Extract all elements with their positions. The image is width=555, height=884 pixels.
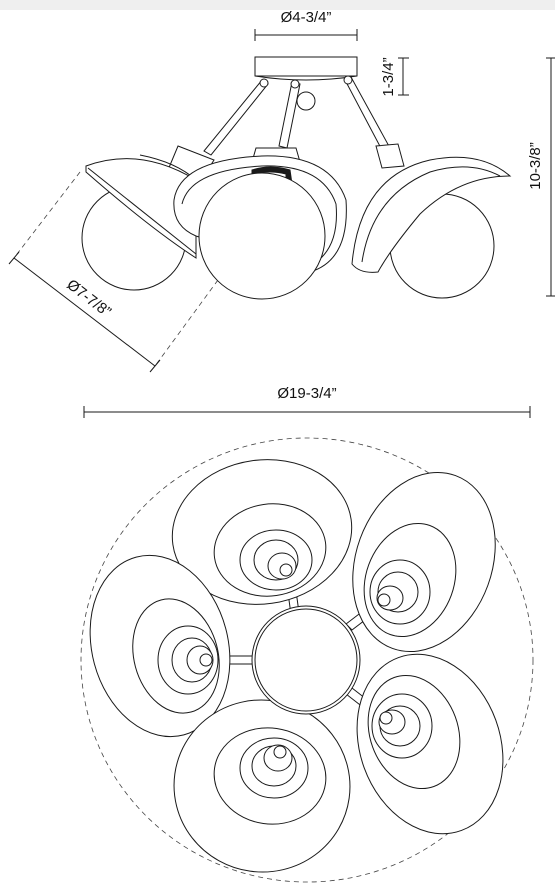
arms [203,75,391,156]
center-shade [173,147,347,300]
top-shade-north [171,459,353,605]
top-shade-west [89,554,231,738]
right-shade [351,143,512,299]
top-shade-northeast [352,471,496,653]
canopy [254,56,358,111]
top-shade-south [173,699,351,873]
side-view: Ø4-3/4” 1-3/4” 10-3/8” Ø7-7/8” [8,9,555,373]
canopy-width-dimension: Ø4-3/4” [254,9,358,41]
overall-diameter-dimension: Ø19-3/4” [83,385,531,418]
top-shade-southeast [356,653,504,835]
overall-height-dimension: 10-3/8” [527,57,555,297]
canopy-height-dimension: 1-3/4” [380,57,409,97]
top-bar [0,0,555,10]
canopy-height-label: 1-3/4” [380,57,397,96]
canopy-diameter-label: Ø4-3/4” [281,9,332,26]
left-shade [81,145,215,291]
overall-diameter-label: Ø19-3/4” [277,385,336,402]
overall-height-label: 10-3/8” [527,142,544,190]
envelope-circle [80,437,534,883]
top-view: Ø19-3/4” [80,385,534,883]
center-globe [198,172,326,300]
top-canopy [251,605,361,715]
shade-diameter-label: Ø7-7/8” [63,276,114,320]
